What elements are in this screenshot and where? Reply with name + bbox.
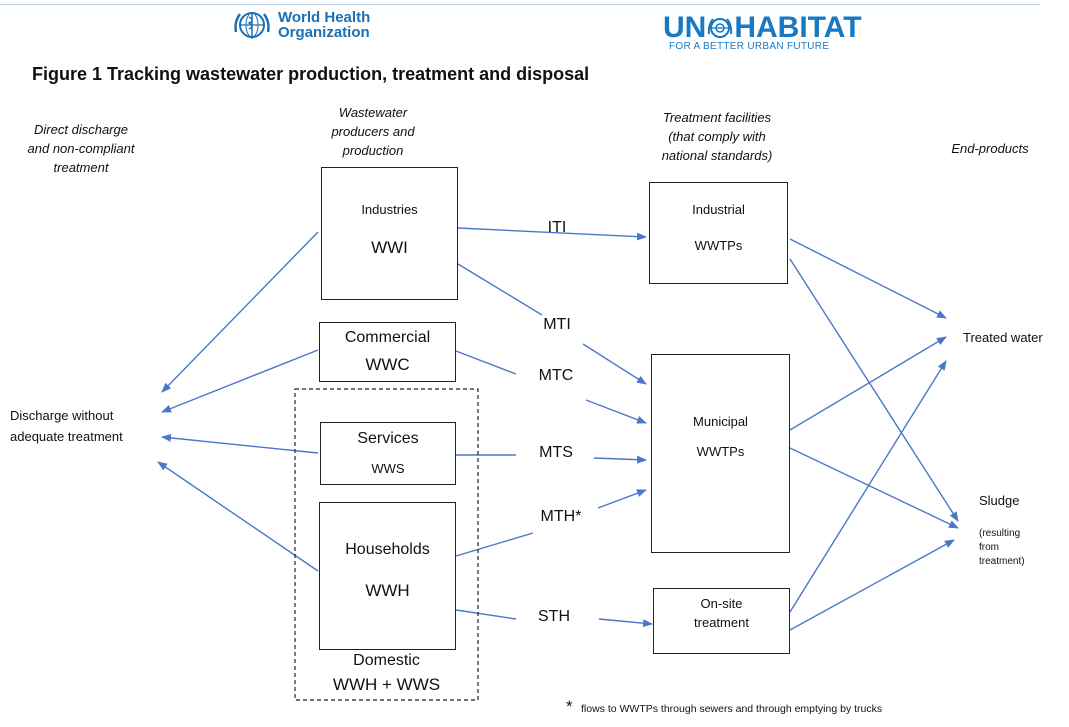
header-producers-line1: Wastewater	[338, 105, 408, 120]
sludge-note-line3: treatment)	[979, 556, 1025, 567]
arrow-mtc	[585, 399, 647, 424]
services-box: Services WWS	[320, 422, 456, 485]
unhabitat-un: UN	[663, 11, 707, 44]
un-globe-icon	[708, 18, 733, 38]
onsite-line2: treatment	[694, 615, 749, 630]
households-box: Households WWH	[319, 502, 456, 650]
onsite-line1: On-site	[700, 596, 743, 611]
commercial-box: Commercial WWC	[319, 322, 456, 382]
domestic-group-border	[294, 388, 479, 701]
arrow-municipal-sludge	[789, 447, 959, 529]
sludge-note-line1: (resulting	[979, 528, 1021, 539]
sludge-node: Sludge	[979, 493, 1020, 508]
arrow-mth	[597, 489, 647, 509]
line-sth-a	[455, 609, 517, 620]
domestic-label: Domestic	[353, 652, 420, 669]
header-producers: Wastewater producers and production	[308, 103, 438, 160]
line-mtc-a	[455, 350, 517, 375]
unhabitat-tagline: FOR A BETTER URBAN FUTURE	[669, 41, 830, 52]
arrow-onsite-sludge	[789, 539, 955, 631]
who-logo: World Health Organization	[232, 8, 370, 42]
unhabitat-logo: UN HABITAT FOR A BETTER URBAN FUTURE	[663, 11, 873, 52]
header-rule	[0, 4, 1040, 5]
flow-label-mti: MTI	[543, 316, 571, 333]
arrow-mti	[582, 343, 647, 385]
households-label: Households	[345, 541, 430, 558]
industries-box: Industries WWI	[321, 167, 458, 300]
figure-title: Figure 1 Tracking wastewater production,…	[32, 64, 590, 84]
header-producers-line2: producers and	[331, 124, 415, 139]
who-line2: Organization	[278, 24, 370, 41]
municipal-wwtp-code: WWTPs	[696, 444, 745, 459]
arrow-commercial-discharge	[161, 349, 319, 413]
sludge-note: (resulting from treatment)	[979, 527, 1025, 569]
footnote-text: flows to WWTPs through sewers and throug…	[581, 703, 883, 715]
industries-code: WWI	[371, 238, 408, 257]
domestic-code: WWH + WWS	[332, 675, 441, 694]
industries-label: Industries	[361, 202, 418, 217]
arrow-industries-discharge	[161, 231, 319, 393]
treated-water-node: Treated water	[963, 330, 1043, 345]
arrow-onsite-treated	[789, 360, 947, 613]
services-label: Services	[357, 430, 419, 447]
arrow-industrial-sludge	[789, 258, 959, 522]
commercial-label: Commercial	[344, 329, 431, 346]
header-direct-line3: treatment	[53, 160, 109, 175]
flow-label-mts: MTS	[539, 444, 573, 461]
arrow-mts	[593, 455, 647, 464]
header-direct-line1: Direct discharge	[34, 122, 128, 137]
municipal-wwtp-label: Municipal	[693, 414, 748, 429]
header-endproducts: End-products	[951, 141, 1029, 156]
arrow-municipal-treated	[789, 336, 947, 431]
sludge-note-line2: from	[979, 542, 999, 553]
header-producers-line3: production	[342, 143, 404, 158]
header-facilities: Treatment facilities (that comply with n…	[632, 108, 802, 165]
header-facilities-line1: Treatment facilities	[662, 110, 772, 125]
municipal-wwtp-box: Municipal WWTPs	[651, 354, 790, 553]
flow-label-mtc: MTC	[538, 367, 574, 384]
discharge-line1: Discharge without	[10, 408, 114, 423]
arrow-services-discharge	[161, 433, 319, 454]
arrow-sth	[598, 618, 653, 628]
arrow-iti	[457, 227, 647, 241]
industrial-wwtp-label: Industrial	[692, 202, 745, 217]
onsite-box: On-site treatment	[653, 588, 790, 654]
commercial-code: WWC	[365, 355, 410, 374]
line-mti-a	[457, 263, 543, 316]
flow-label-mth: MTH*	[540, 508, 582, 525]
discharge-node: Discharge without adequate treatment	[10, 405, 123, 447]
header-facilities-line3: national standards)	[661, 148, 773, 163]
unhabitat-habitat: HABITAT	[734, 11, 862, 44]
footnote-star: *	[566, 697, 573, 716]
arrow-households-discharge	[157, 461, 319, 572]
header-facilities-line2: (that comply with	[668, 129, 766, 144]
flow-label-iti: ITI	[547, 219, 567, 236]
flow-label-sth: STH	[538, 608, 570, 625]
services-code: WWS	[371, 461, 405, 476]
industrial-wwtp-box: Industrial WWTPs	[649, 182, 788, 284]
who-line1: World Health	[278, 9, 371, 26]
arrow-industrial-treated	[789, 238, 947, 319]
discharge-line2: adequate treatment	[10, 429, 123, 444]
header-direct-discharge: Direct discharge and non-compliant treat…	[6, 120, 156, 177]
industrial-wwtp-code: WWTPs	[694, 238, 743, 253]
line-mth-a	[455, 532, 534, 557]
who-wordmark: World Health Organization	[278, 10, 370, 40]
header-direct-line2: and non-compliant	[27, 141, 135, 156]
who-emblem-icon	[234, 12, 270, 39]
households-code: WWH	[365, 581, 410, 600]
